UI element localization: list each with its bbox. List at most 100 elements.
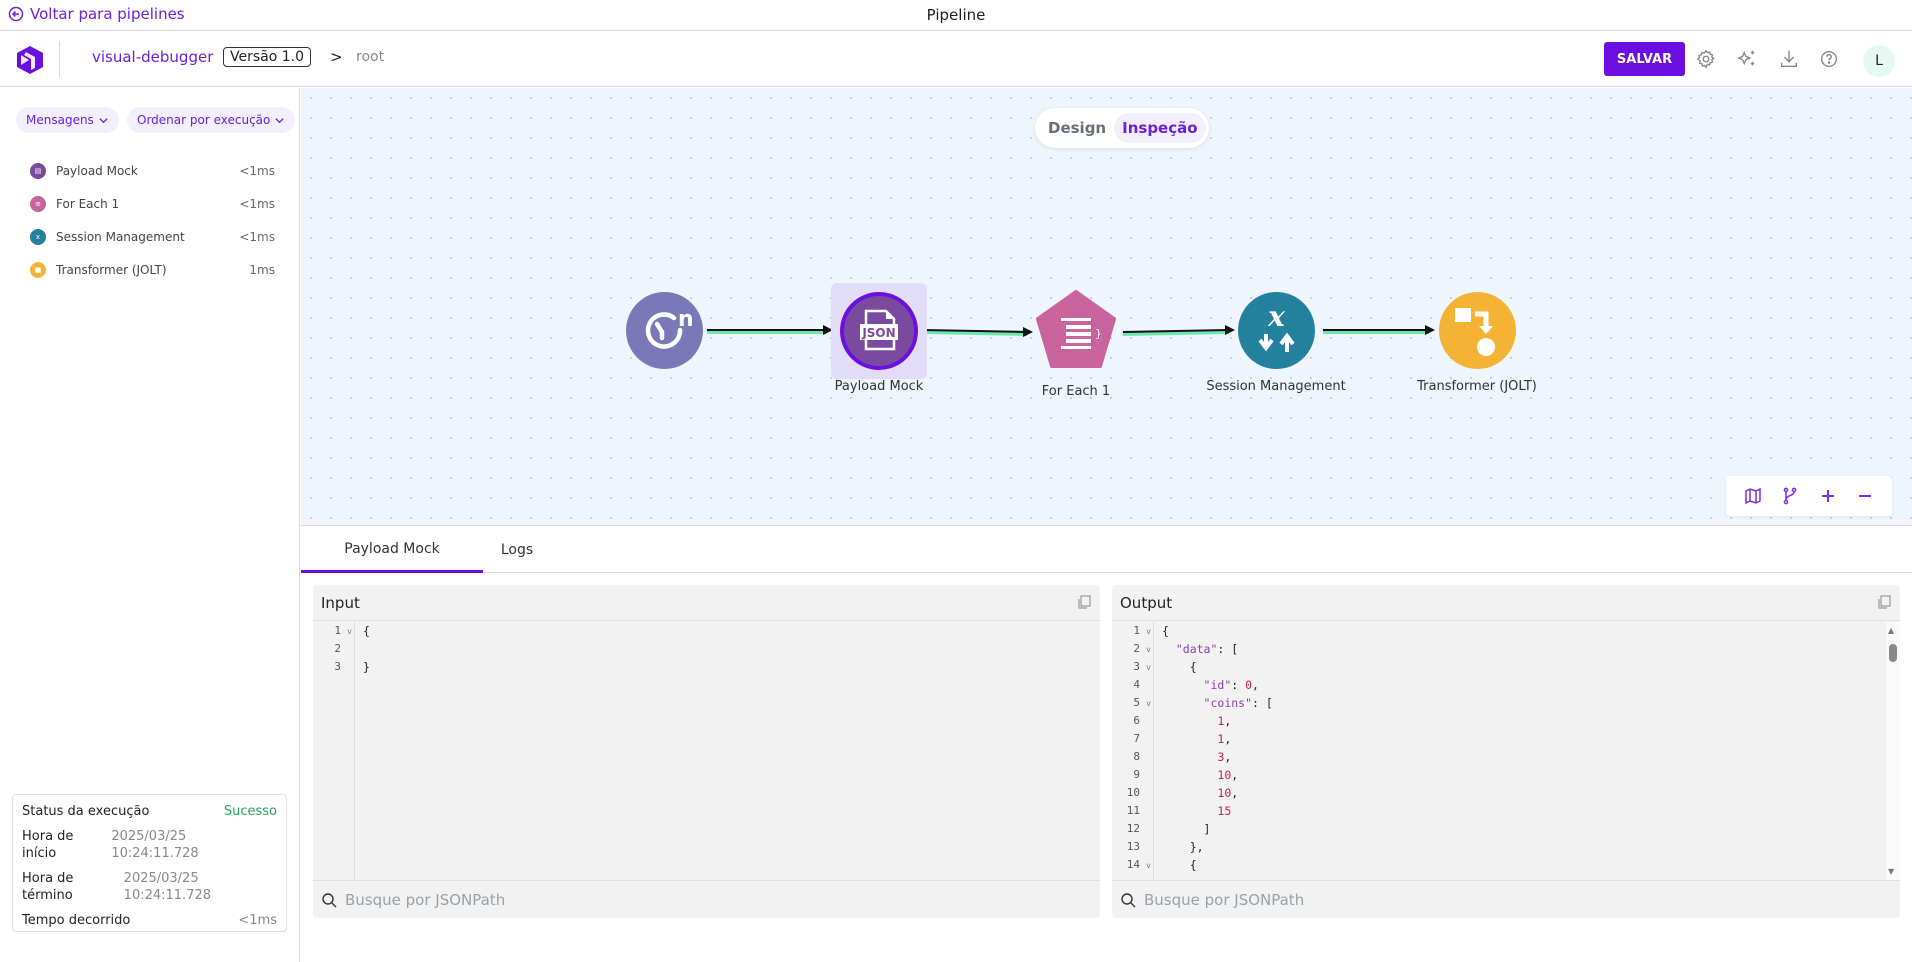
svg-text:x: x [1267,300,1285,333]
pipeline-canvas[interactable]: Design Inspeção n [301,88,1912,526]
messages-filter-dropdown[interactable]: Mensagens [16,107,119,133]
input-jsonpath-field[interactable] [345,890,1047,909]
step-item-payload-mock[interactable]: ▤ Payload Mock <1ms [30,154,275,187]
code-text: { [363,624,370,638]
step-name: For Each 1 [56,196,120,211]
step-time: <1ms [239,229,275,244]
code-text: { [1162,624,1169,638]
design-mode-button[interactable]: Design [1048,119,1107,137]
fold-chevron-icon[interactable]: v [1146,663,1151,672]
zoom-out-icon[interactable] [1854,485,1876,507]
node-trigger[interactable]: n [626,292,703,369]
code-text: 15 [1217,804,1232,818]
save-button[interactable]: SALVAR [1604,42,1685,76]
json-icon: ▤ [30,162,46,179]
gear-icon[interactable] [1695,48,1717,70]
code-text: 10, [1217,786,1239,800]
fold-chevron-icon[interactable]: v [1146,645,1151,654]
copy-icon[interactable] [1876,594,1892,610]
back-link-label: Voltar para pipelines [30,5,185,23]
fold-chevron-icon[interactable]: v [1146,861,1151,870]
step-name: Session Management [56,229,185,244]
branch-icon[interactable] [1779,485,1801,507]
node-session-management[interactable]: x [1238,292,1315,369]
tab-logs[interactable]: Logs [500,542,534,558]
back-to-pipelines-link[interactable]: Voltar para pipelines [8,5,185,23]
line-number: 10 [1126,786,1140,799]
scroll-up-icon[interactable]: ▲ [1888,626,1895,635]
code-text: }, [1162,840,1204,854]
breadcrumb-root[interactable]: root [356,49,385,65]
code-text: { [1162,858,1197,872]
svg-text:JSON: JSON [861,326,895,340]
start-time-label: Hora de início [22,829,74,861]
code-line: 10 10, [1112,784,1900,802]
execution-summary-card: Status da execução Sucesso Hora de iníci… [12,794,287,932]
step-item-for-each[interactable]: ≡ For Each 1 <1ms [30,187,275,220]
step-time: 1ms [249,262,275,277]
code-text: 1, [1217,732,1232,746]
code-text: { [1162,660,1197,674]
svg-text:}: } [1095,327,1102,340]
node-payload-mock[interactable]: JSON [831,283,927,379]
map-icon[interactable] [1742,485,1764,507]
scheduler-icon: n [626,292,703,369]
line-number: 6 [1133,714,1140,727]
code-text [355,640,363,658]
tab-payload-mock[interactable]: Payload Mock [301,527,483,573]
step-time: <1ms [239,163,275,178]
inspection-tabs: Payload Mock Logs [301,527,1912,573]
node-for-each[interactable]: } [1035,290,1117,370]
user-avatar[interactable]: L [1863,45,1895,77]
version-badge[interactable]: Versão 1.0 [223,47,312,67]
code-text: 1, [1217,714,1232,728]
output-scrollbar[interactable]: ▲ ▼ [1886,622,1900,880]
svg-text:n: n [678,307,694,332]
line-number: 7 [1133,732,1140,745]
sparkles-icon[interactable] [1736,48,1758,70]
line-number: 2 [334,642,341,655]
download-icon[interactable] [1778,48,1800,70]
mode-toggle: Design Inspeção [1035,108,1209,148]
project-name[interactable]: visual-debugger [92,48,214,66]
chevron-right-icon: > [330,48,343,66]
elapsed-time-label: Tempo decorrido [22,913,131,928]
sort-dropdown[interactable]: Ordenar por execução [127,107,296,133]
help-icon[interactable] [1818,48,1840,70]
output-jsonpath-field[interactable] [1144,890,1846,909]
line-number: 8 [1133,750,1140,763]
step-name: Transformer (JOLT) [56,262,167,277]
fold-chevron-icon[interactable]: v [1146,627,1151,636]
code-line: 3} [313,658,1100,676]
step-item-session-management[interactable]: x Session Management <1ms [30,220,275,253]
inspect-mode-button[interactable]: Inspeção [1114,113,1206,143]
fold-chevron-icon[interactable]: v [347,627,352,636]
status-badge: Sucesso [223,804,277,819]
fold-chevron-icon[interactable]: v [1146,699,1151,708]
zoom-in-icon[interactable] [1817,485,1839,507]
code-line: 2 [313,640,1100,658]
copy-icon[interactable] [1076,594,1092,610]
scrollbar-thumb[interactable] [1889,644,1897,662]
line-number: 3 [334,660,341,673]
execution-sidebar: Mensagens Ordenar por execução ▤ Payload… [0,88,300,962]
node-transformer-jolt[interactable] [1439,292,1516,369]
node-label-transformer-jolt: Transformer (JOLT) [1417,379,1537,394]
code-text: "id": 0, [1203,678,1259,692]
step-item-transformer-jolt[interactable]: ■ Transformer (JOLT) 1ms [30,253,275,286]
code-text: } [363,660,370,674]
session-variable-icon: x [30,228,46,245]
code-line: 6 1, [1112,712,1900,730]
node-label-for-each: For Each 1 [1041,384,1111,399]
scroll-down-icon[interactable]: ▼ [1888,867,1895,876]
code-text: "coins": [ [1203,696,1273,710]
input-jsonpath-search [313,880,1100,918]
header-divider [59,41,60,77]
